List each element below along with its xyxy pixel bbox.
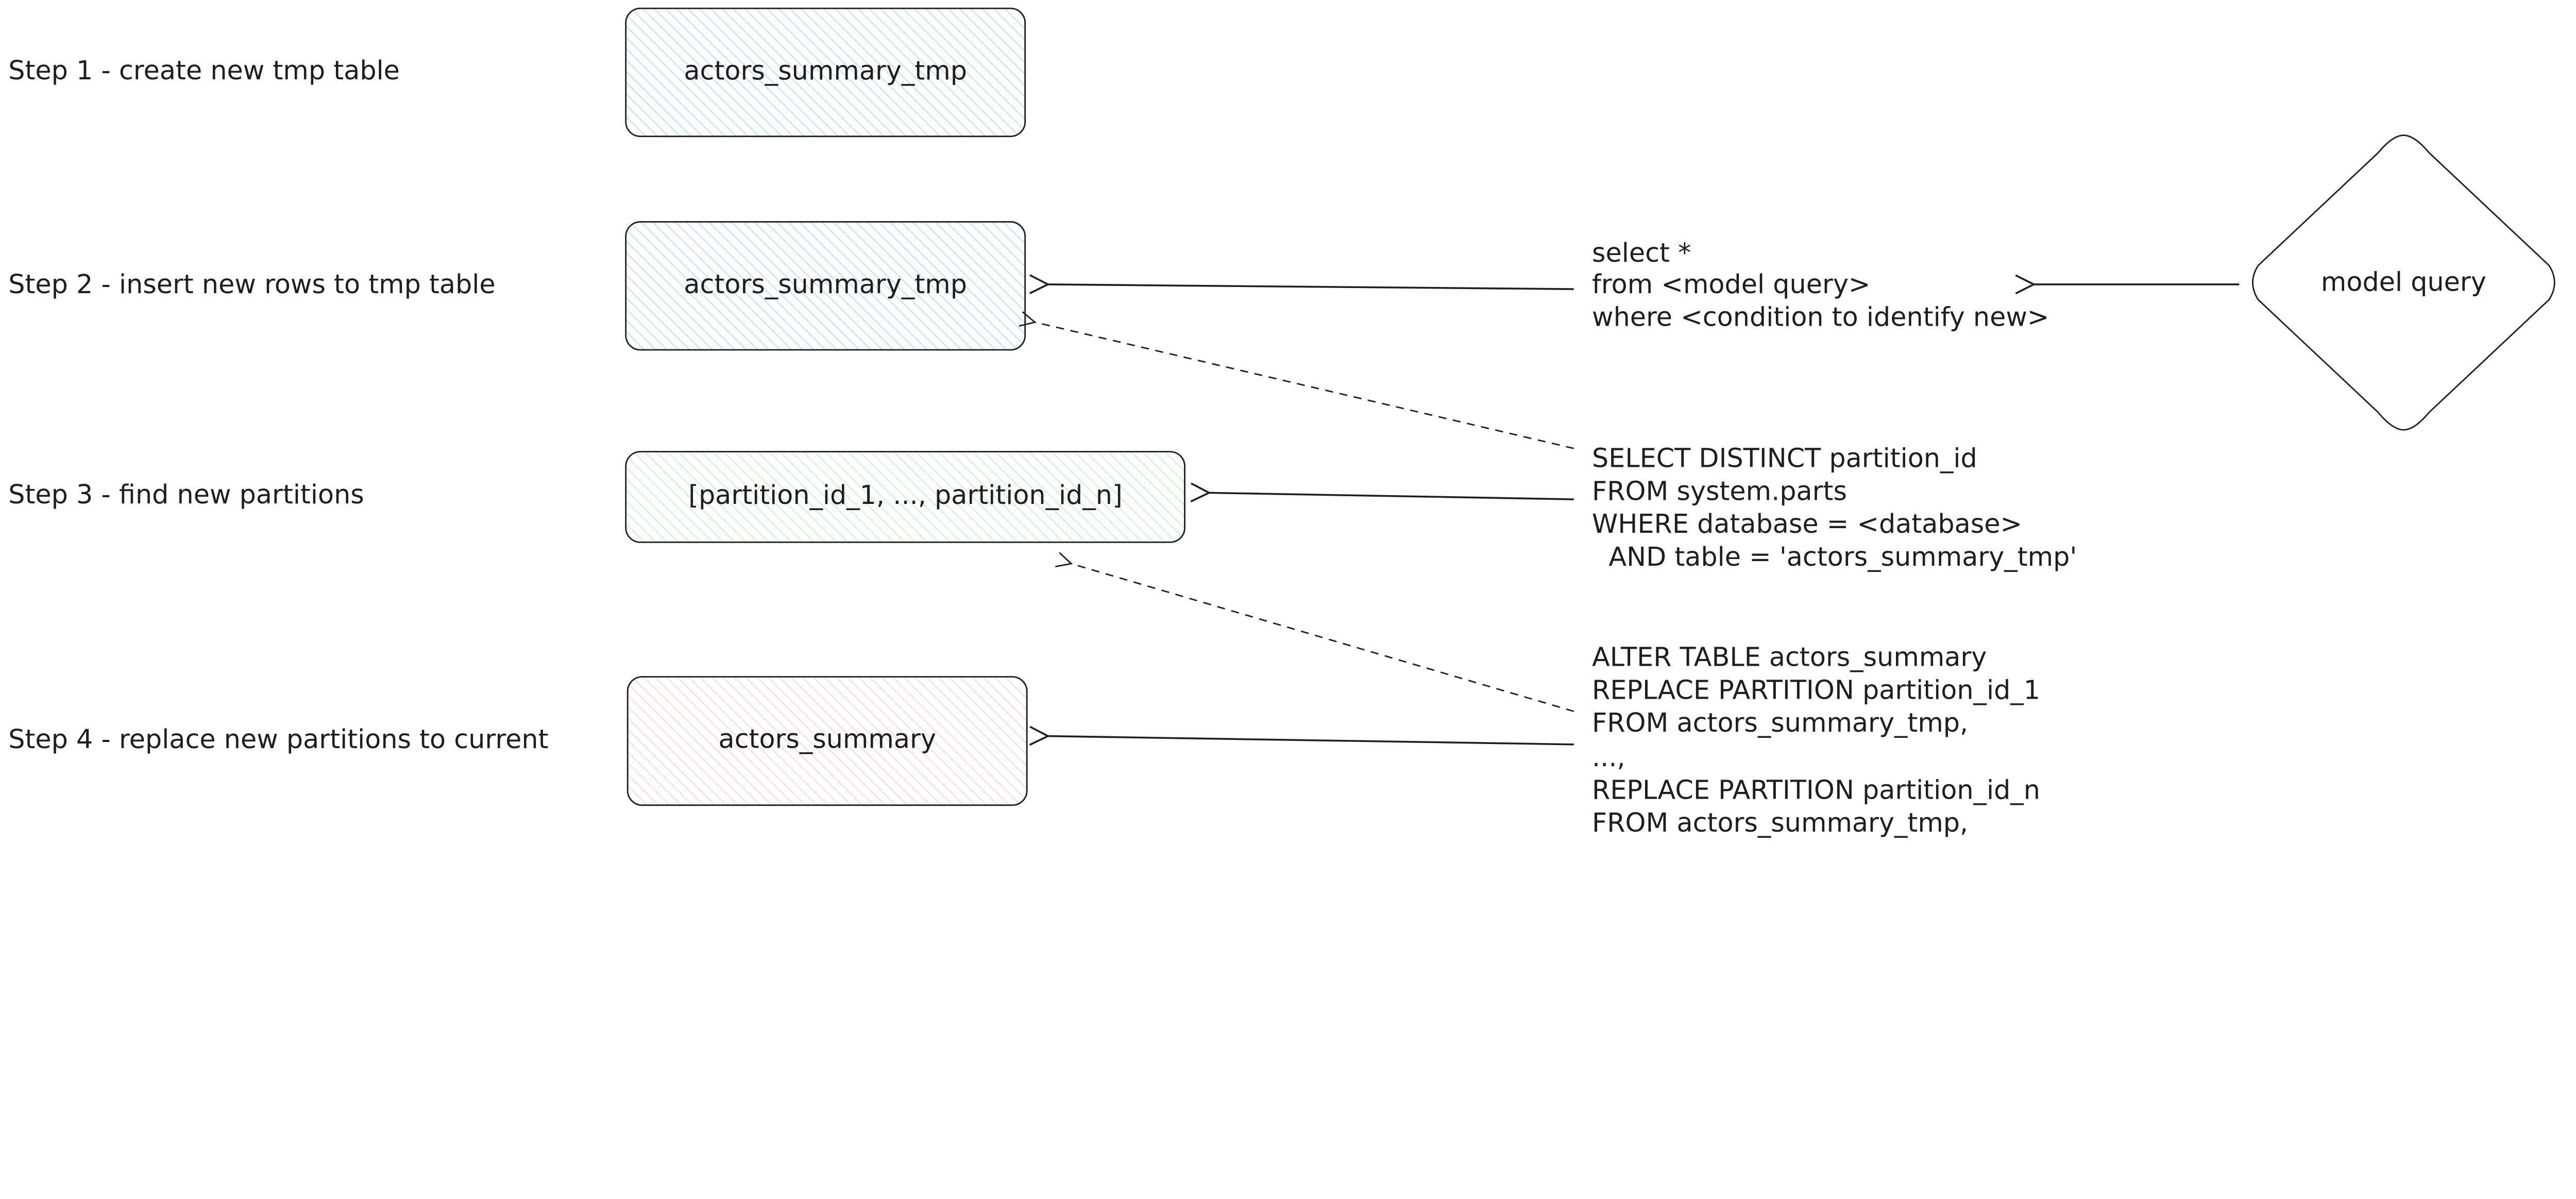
- model-query-label: model query: [2321, 267, 2486, 297]
- sql-line: AND table = 'actors_summary_tmp': [1592, 542, 2077, 572]
- partitions-box[interactable]: [partition_id_1, ..., partition_id_n]: [625, 451, 1185, 543]
- arrow-insert-to-tmp: [1048, 284, 1574, 289]
- box-label: [partition_id_1, ..., partition_id_n]: [688, 480, 1123, 510]
- diagram-canvas: Step 1 - create new tmp table Step 2 - i…: [8, 7, 2555, 838]
- step-2-label: Step 2 - insert new rows to tmp table: [8, 269, 495, 299]
- model-query-diamond[interactable]: model query: [2252, 134, 2555, 431]
- dashed-arrow-tmp-to-partitions-query: [1035, 322, 1574, 449]
- current-table-box[interactable]: actors_summary: [626, 676, 1028, 806]
- sql-line: ALTER TABLE actors_summary: [1592, 641, 1987, 672]
- insert-query-text: select * from <model query> where <condi…: [1592, 238, 2049, 332]
- tmp-table-box-step-1[interactable]: actors_summary_tmp: [625, 7, 1026, 138]
- step-4-label: Step 4 - replace new partitions to curre…: [8, 724, 548, 754]
- sql-line: FROM system.parts: [1592, 476, 1847, 506]
- sql-line: where <condition to identify new>: [1592, 301, 2049, 332]
- sql-line: ...,: [1592, 742, 1625, 772]
- arrow-query-to-partitions: [1209, 493, 1574, 499]
- step-1-label: Step 1 - create new tmp table: [8, 55, 400, 86]
- sql-line: SELECT DISTINCT partition_id: [1592, 443, 1977, 473]
- replace-query-text: ALTER TABLE actors_summary REPLACE PARTI…: [1592, 641, 2040, 838]
- box-label: actors_summary_tmp: [684, 269, 967, 299]
- sql-line: FROM actors_summary_tmp,: [1592, 707, 1968, 738]
- sql-line: REPLACE PARTITION partition_id_n: [1592, 775, 2040, 805]
- partitions-query-text: SELECT DISTINCT partition_id FROM system…: [1592, 443, 2077, 572]
- step-3-label: Step 3 - find new partitions: [8, 479, 364, 510]
- arrow-replace-to-current: [1048, 736, 1574, 745]
- dashed-arrow-partitions-to-replace: [1071, 564, 1574, 712]
- sql-line: select *: [1592, 238, 1691, 268]
- sql-line: from <model query>: [1592, 269, 1870, 299]
- sql-line: REPLACE PARTITION partition_id_1: [1592, 675, 2040, 705]
- box-label: actors_summary_tmp: [684, 55, 967, 86]
- sql-line: FROM actors_summary_tmp,: [1592, 807, 1968, 838]
- tmp-table-box-step-2[interactable]: actors_summary_tmp: [625, 221, 1026, 351]
- sql-line: WHERE database = <database>: [1592, 509, 2022, 539]
- box-label: actors_summary: [718, 724, 936, 754]
